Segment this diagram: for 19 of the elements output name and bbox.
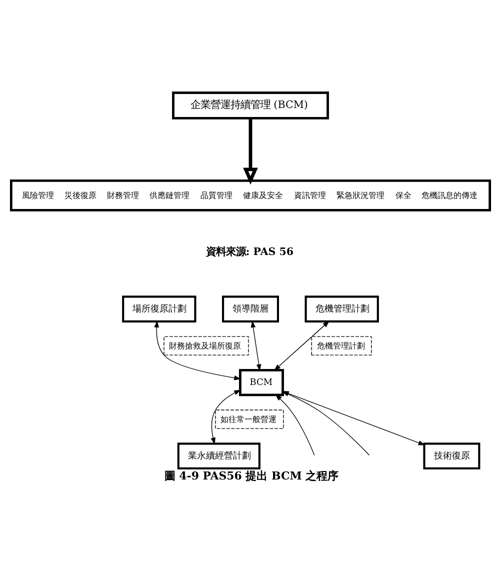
node-box: 企業營運持續管理 (BCM) — [172, 92, 329, 120]
edge-label: 財務搶救及場所復原 — [169, 340, 242, 350]
node-box: 場所復原計劃 — [122, 296, 196, 322]
node-box: 危機管理計劃 — [304, 296, 379, 322]
node-box: 業永續經營計劃 — [177, 442, 260, 470]
arrow — [243, 118, 258, 185]
arrow — [274, 320, 330, 371]
node-box: BCM — [239, 369, 284, 396]
arrow — [154, 320, 242, 380]
node-box: 技術復原 — [423, 442, 480, 470]
arrow — [210, 390, 241, 445]
arrow — [250, 320, 262, 372]
edge-label: 危機管理計劃 — [316, 340, 365, 350]
caption: 圖 4-9 PAS56 提出 BCM 之程序 — [164, 469, 339, 482]
node-box: 領導階層 — [222, 296, 279, 322]
arrow — [275, 394, 315, 456]
label: 資料來源: PAS 56 — [206, 246, 294, 258]
node-box: 風險管理 災後復原 財務管理 供應鏈管理 品質管理 健康及安全 資訊管理 緊急狀況管理 保全 危機訊息的傳達 — [10, 179, 492, 212]
edge-label: 如往常一般營運 — [220, 414, 277, 424]
